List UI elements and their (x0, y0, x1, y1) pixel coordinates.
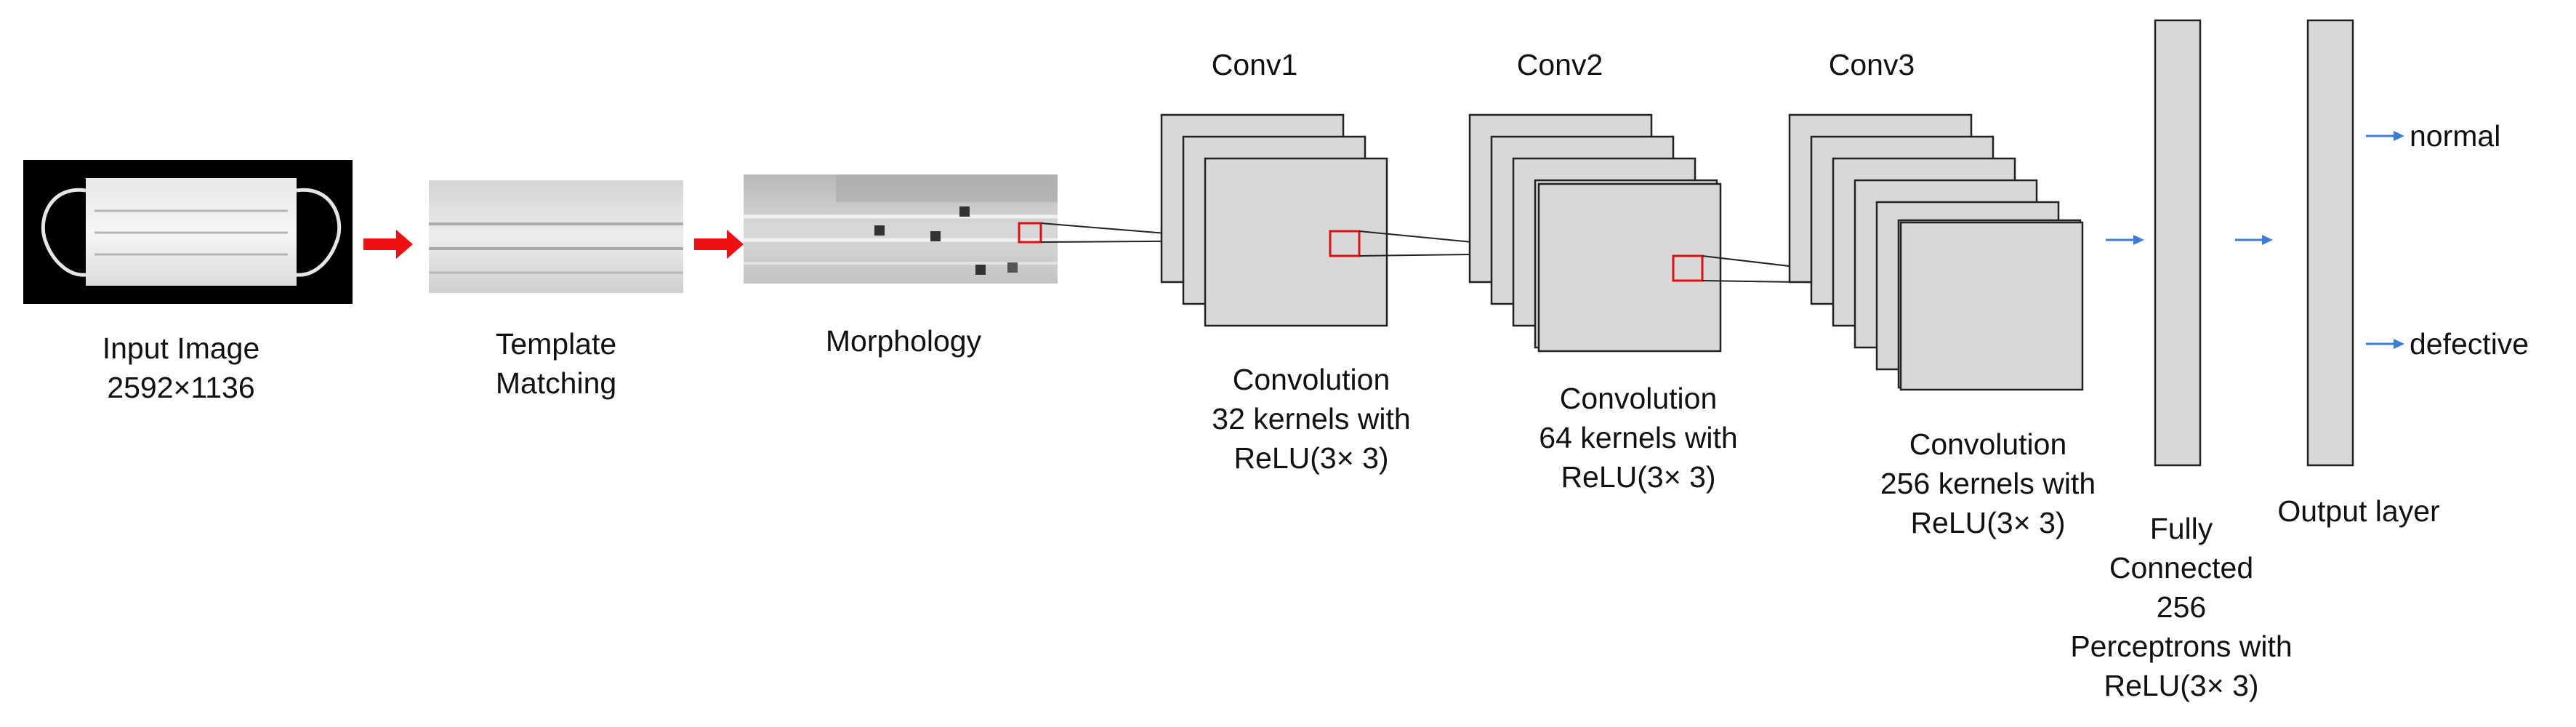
conv1-title: Conv1 (1211, 48, 1298, 81)
receptive-field-highlight (1672, 254, 1704, 282)
conv2-title: Conv2 (1516, 48, 1603, 81)
template-matching-image (429, 180, 683, 293)
conv2-feature-maps (1468, 113, 1722, 353)
morphology-label: Morphology (825, 324, 982, 358)
defect-square (930, 231, 941, 241)
mask-ear-loop-right (296, 188, 342, 277)
conv3-title: Conv3 (1828, 48, 1915, 81)
fully-connected-layer (2154, 19, 2202, 467)
morphology-image (744, 174, 1058, 284)
output-defective-label: defective (2410, 327, 2529, 361)
input-image (23, 160, 353, 304)
mask-ear-loop-left (41, 188, 86, 277)
receptive-field-highlight (1329, 230, 1361, 257)
blue-arrow-normal-icon (2366, 131, 2404, 141)
conv1-caption: Convolution 32 kernels with ReLU(3× 3) (1212, 363, 1411, 475)
receptive-field-highlight (1018, 222, 1042, 244)
output-normal-label: normal (2410, 119, 2501, 153)
output-layer (2306, 19, 2354, 467)
fully-connected-caption: Fully Connected 256 Perceptrons with ReL… (2070, 512, 2293, 702)
defect-square (959, 206, 970, 217)
defect-square (975, 265, 986, 275)
conv1-feature-maps (1160, 113, 1388, 327)
conv3-feature-maps (1788, 113, 2084, 391)
blue-arrow-fc-icon (2106, 235, 2144, 245)
defect-square (874, 225, 885, 236)
red-arrow-2-icon (694, 230, 744, 259)
blue-arrow-defective-icon (2366, 339, 2404, 349)
output-layer-caption: Output layer (2277, 494, 2440, 528)
blue-arrow-output-icon (2235, 235, 2273, 245)
input-image-label: Input Image 2592×1136 (102, 332, 260, 404)
template-matching-label: Template Matching (495, 327, 617, 400)
defect-square (1007, 262, 1018, 273)
conv3-caption: Convolution 256 kernels with ReLU(3× 3) (1880, 427, 2096, 539)
red-arrow-1-icon (363, 230, 413, 259)
conv2-caption: Convolution 64 kernels with ReLU(3× 3) (1539, 382, 1738, 494)
